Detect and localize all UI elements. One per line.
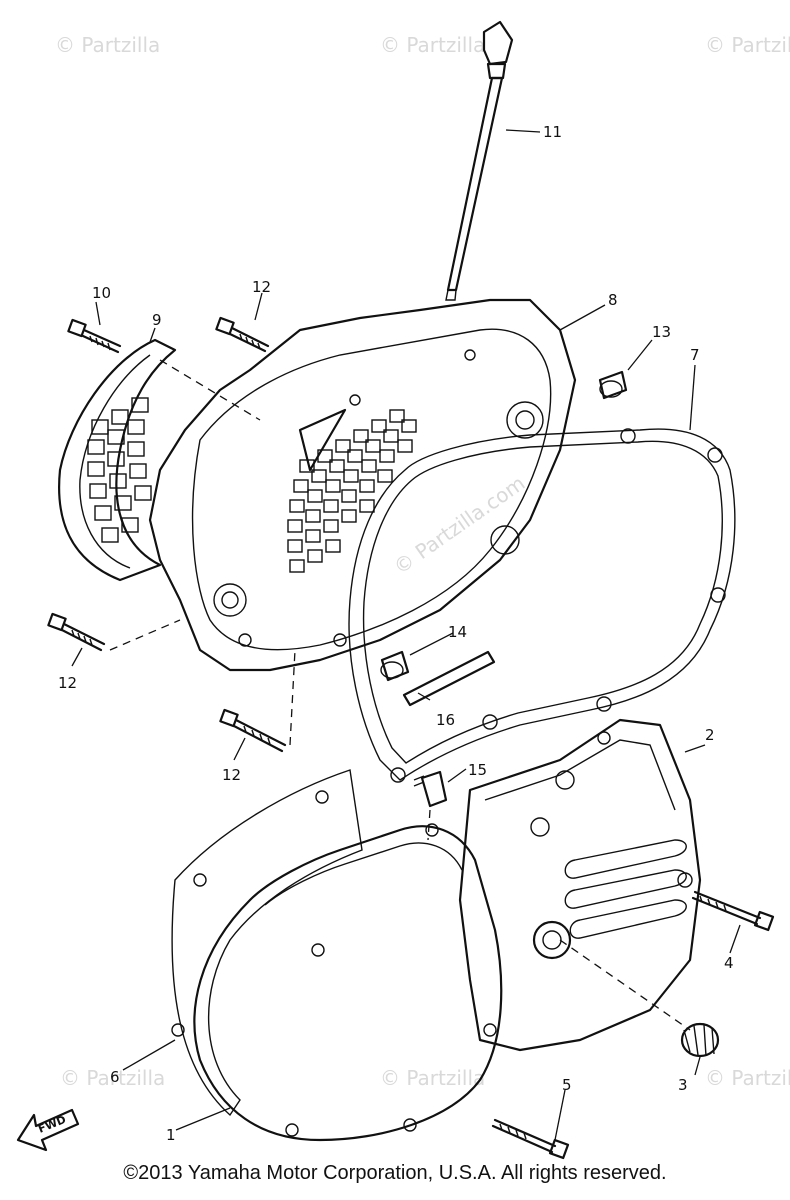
copyright-notice: ©2013 Yamaha Motor Corporation, U.S.A. A… [123,1162,667,1184]
watermark: © Partzilla [60,1066,165,1090]
pipe-16-part [402,650,496,707]
outer-cover-part [458,718,702,1052]
watermark: © Partzilla [55,33,160,57]
callout-10: 10 [92,284,111,302]
callout-12-top: 12 [252,278,271,296]
callout-6: 6 [110,1068,120,1086]
watermark: © Partzilla [705,33,790,57]
callout-labels: 11 10 9 12 8 13 7 12 14 16 12 15 2 4 3 5… [58,123,734,1144]
watermark: © Partzilla [705,1066,790,1090]
callout-8: 8 [608,291,618,309]
bolt-12a-part [215,316,270,353]
callout-1: 1 [166,1126,176,1144]
plug-part [680,1022,720,1058]
leader-lines [71,129,741,1141]
dipstick-part [445,20,514,301]
left-cover-part [193,823,503,1142]
bolt-13-part [219,708,287,753]
callout-9: 9 [152,311,162,329]
dowel-14b-part [380,650,410,682]
callout-2: 2 [705,726,715,744]
crankcase-cover-part [148,298,577,672]
bolt-10-part [67,318,122,354]
bolt-5-part [491,1118,570,1160]
dowel-14a-part [598,370,628,400]
fwd-label: FWD [36,1113,68,1136]
callout-7: 7 [690,346,700,364]
callout-15: 15 [468,761,487,779]
fwd-arrow-icon: FWD [16,1108,80,1152]
watermarks: © Partzilla © Partzilla © Partzilla © Pa… [55,33,790,1090]
bolt-4-part [691,890,775,932]
fitting-15-part [413,770,448,808]
watermark: © Partzilla [380,1066,485,1090]
watermark: © Partzilla [380,33,485,57]
callout-5: 5 [562,1076,572,1094]
callout-3: 3 [678,1076,688,1094]
callout-14-top: 13 [652,323,671,341]
bolt-12b-part [47,612,106,652]
callout-4: 4 [724,954,734,972]
gasket-part [348,428,736,783]
callout-16: 16 [436,711,455,729]
callout-13: 12 [222,766,241,784]
callout-11: 11 [543,123,562,141]
grille-cover-part [58,338,177,582]
callout-12-bottom: 12 [58,674,77,692]
callout-14-middle: 14 [448,623,467,641]
left-gasket-part [171,769,363,1117]
